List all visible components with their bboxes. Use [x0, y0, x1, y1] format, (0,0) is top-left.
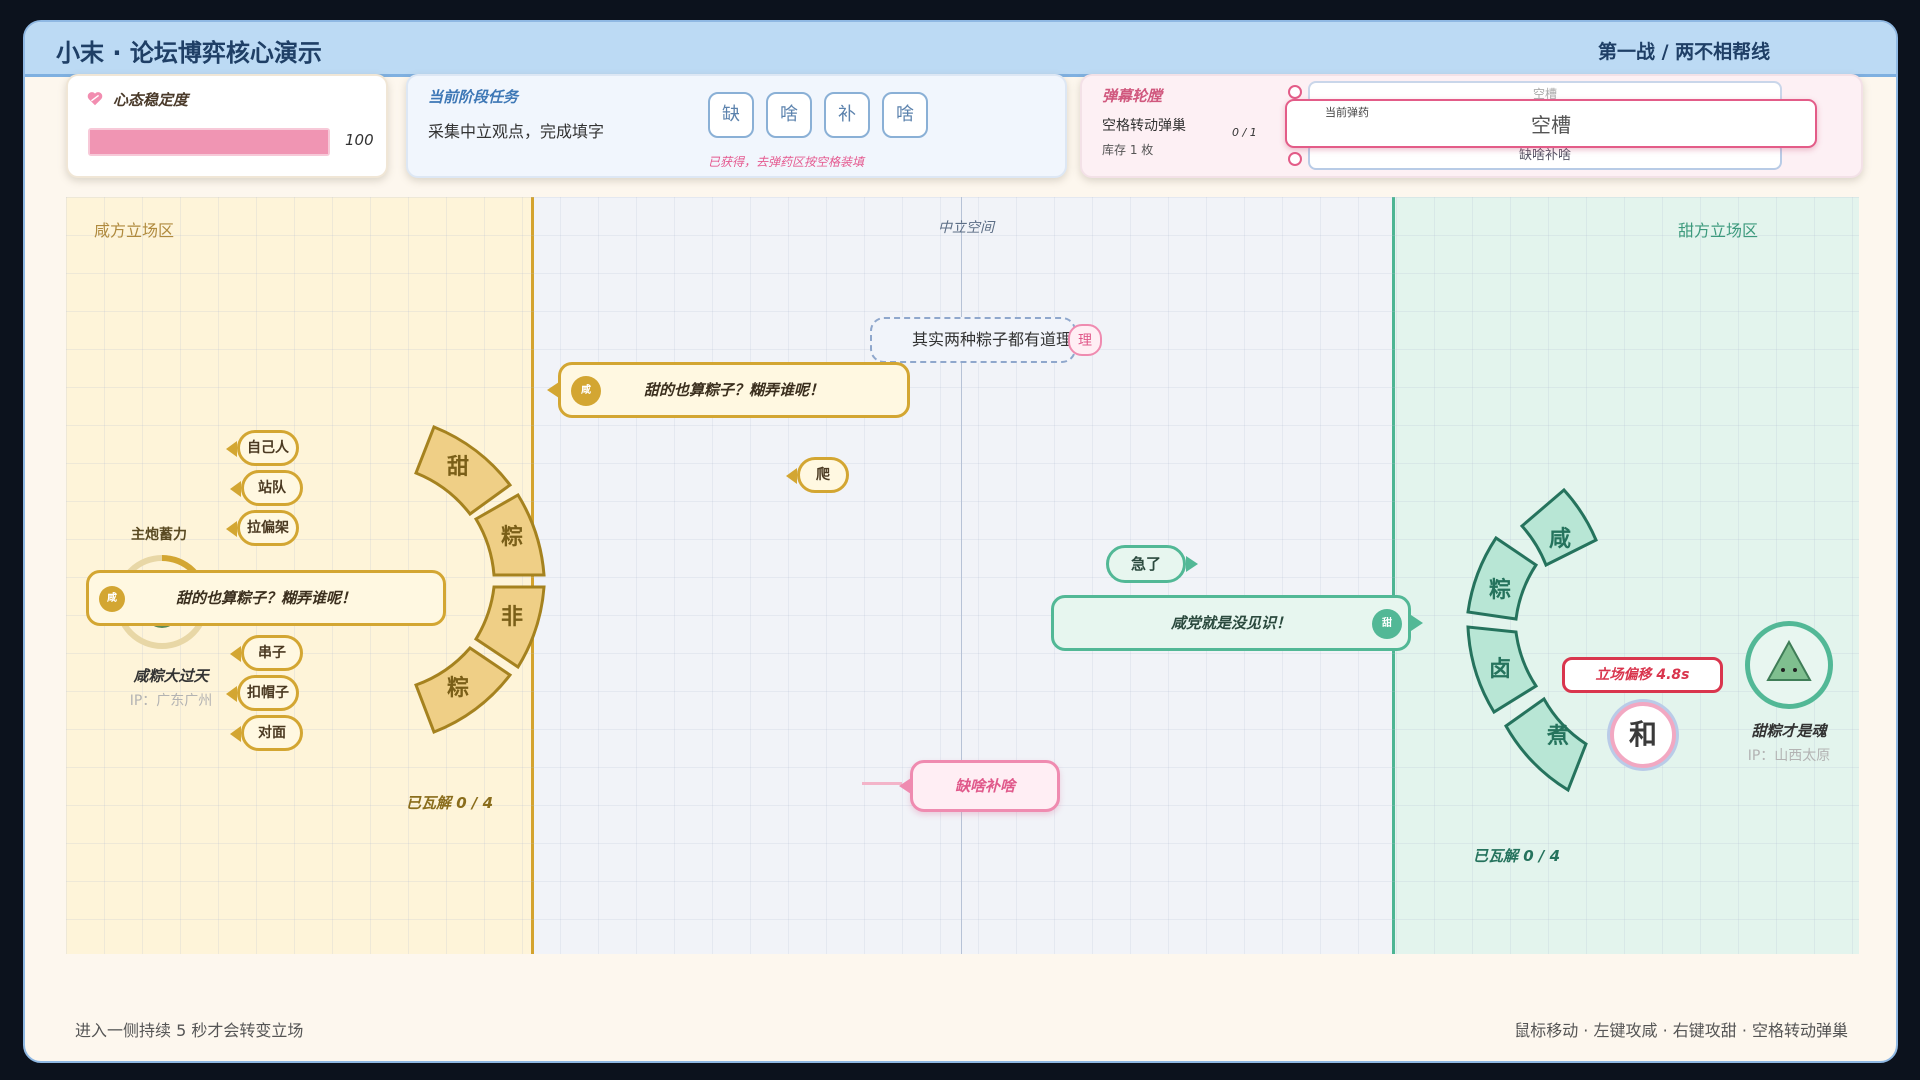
- left-player-name: 咸粽大过天: [133, 667, 209, 685]
- bubble-badge: 咸: [571, 376, 601, 406]
- neutral-bullet-badge: 理: [1068, 324, 1102, 356]
- left-shield-segment: [473, 585, 546, 670]
- neutral-midline: [961, 197, 962, 954]
- peace-token[interactable]: 和: [1610, 702, 1676, 768]
- left-tag: 串子: [230, 635, 303, 671]
- rice-dumpling-icon: [1766, 639, 1812, 681]
- ammo-count: 0 / 1: [1232, 126, 1257, 139]
- wheel-dot: [1288, 152, 1302, 166]
- top-bar: 小末 · 论坛博弈核心演示 第一战 / 两不相帮线: [25, 22, 1896, 77]
- current-ammo-label: 当前弹药: [1325, 106, 1369, 119]
- right-shield: 咸 粽 卤 煮: [1466, 487, 1598, 793]
- game-frame: 小末 · 论坛博弈核心演示 第一战 / 两不相帮线 心态稳定度 100 当前阶段…: [23, 20, 1898, 1063]
- neutral-zone-label: 中立空间: [938, 220, 994, 236]
- left-chat-bubble: 咸 甜的也算粽子？糊弄谁呢！: [86, 570, 446, 626]
- bubble-pointer: [547, 382, 559, 398]
- left-shield-segment: [414, 425, 513, 517]
- left-shield-segment: [473, 492, 546, 577]
- game-title: 小末 · 论坛博弈核心演示: [56, 39, 322, 67]
- task-hint: 已获得，去弹药区按空格装填: [708, 155, 865, 169]
- stance-shift-timer: 立场偏移 4.8s: [1562, 657, 1723, 693]
- sweet-tag-text: 急了: [1130, 555, 1161, 573]
- bubble-badge: 甜: [1372, 609, 1402, 639]
- right-shield-glyph: 煮: [1546, 723, 1569, 749]
- left-shield-segment: [414, 646, 513, 734]
- task-description: 采集中立观点，完成填字: [428, 122, 605, 141]
- wheel-dot: [1288, 85, 1302, 99]
- task-slot: 啥: [882, 92, 928, 138]
- left-tag: 扣帽子: [226, 675, 299, 711]
- footer-hint: 进入一侧持续 5 秒才会转变立场: [75, 1021, 304, 1040]
- right-shield-segment: [1466, 625, 1539, 715]
- salty-zone-label: 咸方立场区: [94, 221, 175, 240]
- left-broken-count: 已瓦解 0 / 4: [406, 794, 494, 812]
- sweet-zone: [1392, 197, 1859, 954]
- bubble-pointer: [1411, 615, 1423, 631]
- right-shield-glyph: 卤: [1489, 656, 1511, 682]
- right-player-avatar: [1745, 621, 1833, 709]
- left-shield-glyph: 粽: [501, 524, 523, 550]
- task-slot: 啥: [766, 92, 812, 138]
- pink-bullet[interactable]: 缺啥补啥: [899, 760, 1060, 812]
- left-tag: 自己人: [226, 430, 299, 466]
- heart-icon: [87, 92, 103, 106]
- neutral-bullet[interactable]: 其实两种粽子都有道理 理: [870, 317, 1102, 363]
- left-shield-glyph: 粽: [447, 675, 469, 701]
- task-card: 当前阶段任务 采集中立观点，完成填字 缺 啥 补 啥 已获得，去弹药区按空格装填: [406, 74, 1067, 178]
- bubble-pointer: [899, 778, 911, 794]
- left-shield-glyph: 非: [501, 605, 523, 630]
- stability-card: 心态稳定度 100: [66, 74, 388, 178]
- left-shield-glyph: 甜: [447, 454, 469, 480]
- right-broken-count: 已瓦解 0 / 4: [1473, 847, 1561, 865]
- task-label: 当前阶段任务: [428, 88, 519, 106]
- bubble-badge: 咸: [99, 586, 125, 612]
- stability-bar-fill: [90, 130, 328, 154]
- left-player-ip: IP：广东广州: [129, 693, 213, 709]
- neutral-bullet-text: 其实两种粽子都有道理: [912, 330, 1073, 349]
- sweet-tag-bullet[interactable]: 急了: [1106, 545, 1198, 583]
- right-shield-glyph: 咸: [1549, 527, 1571, 552]
- stability-value: 100: [345, 131, 374, 149]
- left-chat-text: 甜的也算粽子？糊弄谁呢！: [175, 589, 356, 607]
- right-shield-glyph: 粽: [1489, 577, 1511, 603]
- controls-hint: 鼠标移动 · 左键攻咸 · 右键攻甜 · 空格转动弹巢: [1514, 1021, 1848, 1040]
- right-player-ip: IP：山西太原: [1747, 748, 1831, 764]
- ammo-name: 空格转动弹巢: [1102, 118, 1186, 134]
- sweet-bullet-text: 咸党就是没见识！: [1170, 614, 1291, 632]
- left-tag: 站队: [230, 470, 303, 506]
- ammo-stock: 库存 1 枚: [1102, 143, 1154, 157]
- left-tag: 拉偏架: [226, 510, 299, 546]
- stage-label: 第一战 / 两不相帮线: [1598, 41, 1771, 63]
- stability-bar: [88, 128, 330, 156]
- right-shield-segment: [1519, 487, 1598, 568]
- sweet-bullet[interactable]: 咸党就是没见识！ 甜: [1051, 595, 1423, 651]
- arena[interactable]: 咸方立场区 中立空间 甜方立场区 甜 粽 非 粽 已瓦解 0 / 4 自己人 站…: [66, 197, 1859, 954]
- left-tag: 对面: [230, 715, 303, 751]
- ammo-label: 弹幕轮膛: [1102, 87, 1163, 105]
- pink-bullet-text: 缺啥补啥: [954, 777, 1015, 795]
- task-slot: 补: [824, 92, 870, 138]
- ammo-card: 弹幕轮膛 空格转动弹巢 库存 1 枚 0 / 1 空槽 缺啥补啥 当前弹药 空槽: [1080, 74, 1863, 178]
- task-slot: 缺: [708, 92, 754, 138]
- right-shield-segment: [1466, 535, 1539, 621]
- right-player-name: 甜粽才是魂: [1751, 722, 1827, 740]
- pink-bullet-trail: [862, 782, 902, 785]
- sweet-zone-label: 甜方立场区: [1678, 221, 1759, 240]
- right-shield-segment: [1504, 696, 1588, 793]
- salty-bullet[interactable]: 咸 甜的也算粽子？糊弄谁呢！: [547, 362, 910, 418]
- salty-bullet-text: 甜的也算粽子？糊弄谁呢！: [643, 381, 824, 399]
- salty-tag-bullet[interactable]: 爬: [786, 457, 849, 493]
- bubble-pointer: [1186, 556, 1198, 572]
- current-ammo-value: 空槽: [1531, 113, 1571, 137]
- left-shield: 甜 粽 非 粽: [414, 425, 546, 734]
- stability-label: 心态稳定度: [113, 91, 189, 109]
- wheel-slot-current[interactable]: 当前弹药 空槽: [1285, 99, 1817, 148]
- charge-label: 主炮蓄力: [131, 527, 187, 543]
